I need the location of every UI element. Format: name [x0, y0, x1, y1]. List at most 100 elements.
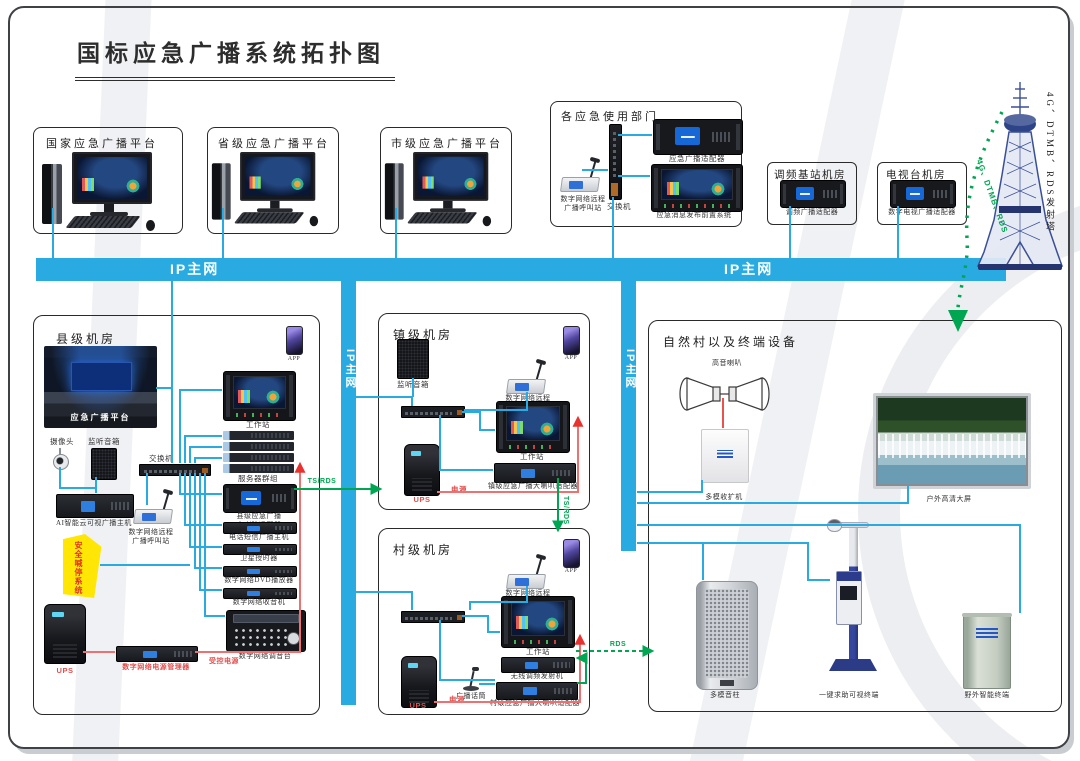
village-app-label: APP [564, 568, 578, 574]
mixer-console-icon [226, 610, 306, 652]
ip-backbone-vertical-left-label: IP主网 [344, 349, 356, 390]
terminal-column-label: 多模音柱 [710, 691, 740, 699]
call-station-screen [515, 578, 529, 586]
county-safety-note-label: 安全喊停系统 [74, 541, 83, 595]
app-phone-icon [286, 326, 303, 355]
dept-adapter-label: 应急广播适配器 [669, 154, 725, 163]
server-unit [223, 442, 294, 451]
dashboard-screen [77, 157, 147, 199]
network-switch-icon [609, 124, 622, 200]
camera-arm [59, 448, 61, 455]
ip-backbone-label-right: IP主网 [724, 261, 774, 277]
dashboard-screen [511, 601, 565, 636]
terminal-receiver-label: 多模收扩机 [705, 493, 743, 501]
pc-monitor-icon [72, 152, 152, 204]
box-terminal-title: 自然村以及终端设备 [663, 335, 799, 349]
terminal-outdoor-label: 野外智能终端 [964, 691, 1010, 699]
adapter-screen [906, 186, 925, 201]
adapter-leds [271, 494, 288, 503]
diagram-border [8, 6, 1070, 749]
village-adapter-icon [496, 682, 578, 700]
county-power-manager-label: 数字网络电源管理器 [122, 664, 190, 671]
mic-base [463, 686, 479, 691]
call-station-screen [569, 181, 583, 189]
box-municipal-platform: 市级应急广播平台 [380, 127, 512, 234]
village-workstation-label: 工作站 [526, 647, 550, 656]
county-app-label: APP [287, 356, 301, 362]
box-fm-title: 调频基站机房 [774, 170, 846, 181]
pc-mouse-icon [309, 215, 319, 227]
town-speaker-label: 监听音箱 [397, 380, 429, 389]
village-ups-label: UPS [409, 701, 427, 710]
mic-head [535, 358, 547, 366]
county-photo-caption: 应急广播平台 [70, 413, 131, 422]
pc-keyboard-icon [406, 212, 478, 224]
outdoor-cabinet-icon [962, 613, 1012, 689]
county-controlled-power-label: 受控电源 [209, 658, 239, 665]
pc-monitor-icon [413, 152, 489, 201]
village-fm-transmitter-label: 无线调频发射机 [510, 672, 564, 680]
pc-keyboard-icon [65, 216, 141, 228]
box-municipal-title: 市级应急广播平台 [391, 138, 503, 150]
fm-adapter-icon [780, 180, 846, 208]
network-switch-icon [139, 464, 211, 476]
call-station-icon [559, 156, 601, 192]
app-phone-icon [563, 326, 580, 355]
tv-adapter-icon [890, 180, 956, 208]
ai-host-icon [56, 494, 134, 518]
signal-label-town-village: TS/RDS [562, 495, 570, 525]
rack-leds [236, 413, 283, 417]
dashboard-screen [417, 156, 484, 197]
terminal-base [829, 659, 877, 671]
adapter-screen [241, 490, 262, 505]
broadcast-adapter-icon [653, 119, 743, 155]
fm-transmitter-icon [501, 657, 575, 673]
county-speaker-label: 监听音箱 [88, 437, 120, 446]
box-town-room: 镇级机房 APP 监听音箱 数字网络远程 广播呼叫站 工作站 镇级应急广播大喇叭… [378, 313, 590, 510]
mixer-knob [286, 632, 300, 646]
monitor-speaker-icon [91, 448, 117, 480]
county-camera-label: 摄像头 [50, 437, 74, 446]
terminal-help-label: 一键求助可视终端 [819, 691, 879, 699]
signal-label-village-rds: RDS [609, 641, 627, 648]
county-ups-label: UPS [56, 666, 74, 675]
adapter-screen [675, 127, 700, 146]
pc-monitor-icon [240, 152, 316, 201]
box-tv-title: 电视台机房 [886, 170, 946, 181]
call-station-icon [505, 358, 547, 394]
app-phone-icon [563, 539, 580, 568]
mic-head [472, 667, 479, 671]
pc-tower-icon [211, 163, 231, 220]
town-ups-label: UPS [413, 495, 431, 504]
mic-head [589, 156, 601, 164]
dept-call-station-label: 数字网络远程 广播呼叫站 [560, 195, 606, 213]
pc-mouse-icon [146, 220, 155, 231]
box-national-title: 国家应急广播平台 [46, 138, 158, 150]
adapter-leds [823, 189, 838, 198]
county-ai-host-label: AI智能云可视广播主机 [56, 519, 132, 527]
safety-note: 安全喊停系统 [63, 534, 102, 598]
ip-backbone-vertical-right-label: IP主网 [624, 349, 636, 390]
adapter-leds [712, 131, 732, 142]
county-platform-photo: 应急广播平台 [44, 346, 157, 428]
server-unit [223, 464, 294, 473]
ip-backbone-vertical-right: IP主网 [621, 281, 636, 551]
pc-tower-icon [384, 163, 404, 220]
pc-tower-icon [42, 164, 62, 224]
ip-backbone-bar: IP主网 IP主网 [36, 258, 1006, 281]
network-switch-icon [401, 611, 465, 623]
tv-adapter-label: 数字电视广播适配器 [888, 208, 956, 216]
box-county-room: 县级机房 APP 应急广播平台 摄像头 监听音箱 AI智能云可视广播主机 数字网… [33, 315, 320, 715]
network-switch-icon [401, 406, 465, 418]
monitor-base [90, 212, 128, 216]
desktop-computer-icon [210, 152, 332, 227]
adapter-screen [796, 186, 815, 201]
rack-leds [509, 445, 557, 449]
horn-speakers-icon [679, 377, 770, 411]
tower-name-label: 4G、DTMB、RDS发射塔 [1045, 92, 1055, 234]
fm-adapter-label: 调频广播适配器 [785, 208, 839, 216]
help-terminal-icon [823, 519, 879, 691]
workstation-icon [501, 596, 575, 648]
box-village-title: 村级机房 [393, 543, 454, 557]
box-terminal-devices: 自然村以及终端设备 高音喇叭 多模收扩机 户外高清大屏 多模音柱 [648, 320, 1062, 712]
